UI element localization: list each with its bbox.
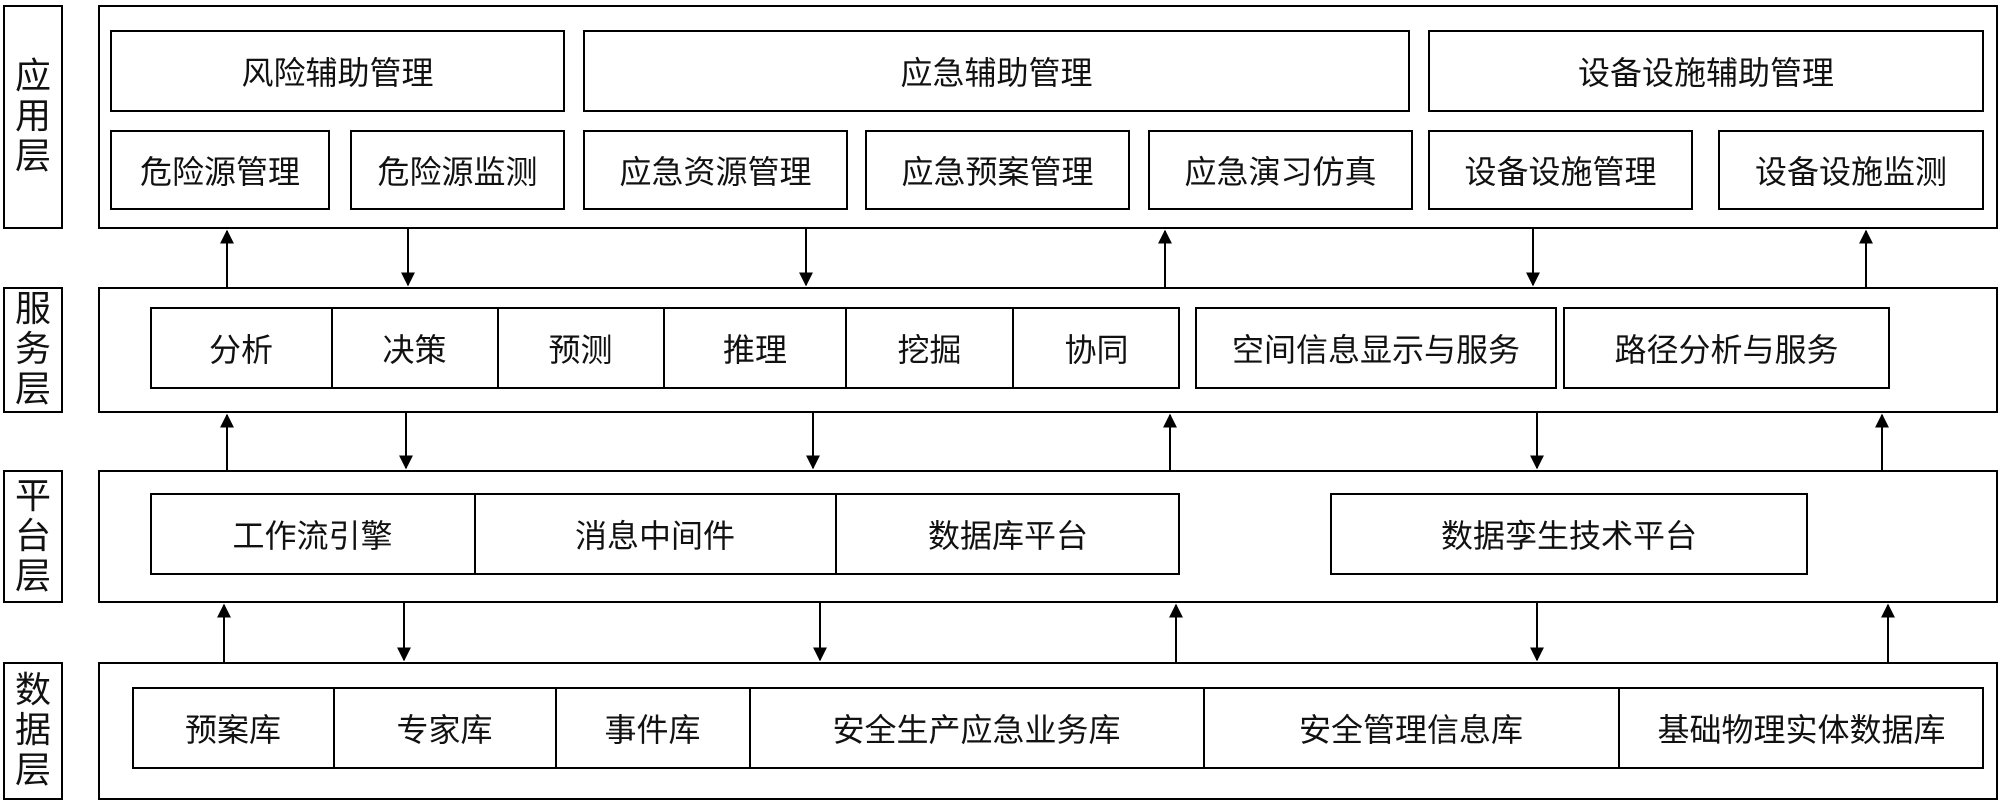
platform-digital-twin: 数据孪生技术平台 — [1330, 493, 1808, 575]
service-reasoning: 推理 — [664, 307, 846, 389]
seg-label: 工作流引擎 — [232, 517, 393, 555]
service-analysis: 分析 — [150, 307, 332, 389]
strip-divider — [1012, 307, 1014, 389]
strip-divider — [474, 493, 476, 575]
layer-label-text: 平台层 — [14, 475, 51, 597]
db-event: 事件库 — [556, 687, 749, 769]
layer-label-service: 服务层 — [3, 287, 63, 413]
strip-divider — [663, 307, 665, 389]
service-path-analysis: 路径分析与服务 — [1563, 307, 1890, 389]
strip-divider — [333, 687, 335, 769]
seg-label: 决策 — [382, 331, 447, 369]
platform-database: 数据库平台 — [836, 493, 1180, 575]
layer-label-app: 应用层 — [3, 5, 63, 229]
service-label: 空间信息显示与服务 — [1231, 331, 1520, 369]
service-prediction: 预测 — [497, 307, 664, 389]
app-item-label: 危险源管理 — [139, 153, 300, 191]
app-item-drill-simulation: 应急演习仿真 — [1148, 130, 1413, 210]
strip-divider — [835, 493, 837, 575]
service-spatial-display: 空间信息显示与服务 — [1195, 307, 1557, 389]
layer-label-platform: 平台层 — [3, 470, 63, 603]
db-safety-management: 安全管理信息库 — [1204, 687, 1618, 769]
service-label: 路径分析与服务 — [1614, 331, 1839, 369]
seg-label: 协同 — [1064, 331, 1129, 369]
strip-divider — [749, 687, 751, 769]
group-title-emergency: 应急辅助管理 — [583, 30, 1410, 112]
db-plan: 预案库 — [132, 687, 334, 769]
analysis-strip — [150, 307, 1180, 389]
app-item-equipment-management: 设备设施管理 — [1428, 130, 1693, 210]
app-item-label: 应急资源管理 — [619, 153, 812, 191]
seg-label: 挖掘 — [897, 331, 962, 369]
seg-label: 预测 — [548, 331, 613, 369]
layer-label-text: 服务层 — [14, 289, 51, 410]
app-item-plan-management: 应急预案管理 — [865, 130, 1130, 210]
strip-divider — [1618, 687, 1620, 769]
layer-label-data: 数据层 — [3, 662, 63, 800]
platform-label: 数据孪生技术平台 — [1440, 517, 1697, 555]
platform-strip — [150, 493, 1180, 575]
app-item-label: 危险源监测 — [377, 153, 538, 191]
seg-label: 分析 — [208, 331, 273, 369]
db-emergency-business: 安全生产应急业务库 — [750, 687, 1203, 769]
group-title-text: 风险辅助管理 — [241, 54, 434, 92]
seg-label: 数据库平台 — [927, 517, 1088, 555]
strip-divider — [1203, 687, 1205, 769]
app-item-equipment-monitoring: 设备设施监测 — [1718, 130, 1984, 210]
seg-label: 专家库 — [396, 711, 493, 749]
group-title-text: 应急辅助管理 — [900, 54, 1093, 92]
platform-workflow-engine: 工作流引擎 — [150, 493, 475, 575]
app-item-label: 设备设施监测 — [1754, 153, 1947, 191]
group-title-risk: 风险辅助管理 — [110, 30, 565, 112]
service-collaboration: 协同 — [1013, 307, 1180, 389]
seg-label: 消息中间件 — [574, 517, 735, 555]
layer-label-text: 应用层 — [14, 56, 51, 177]
strip-divider — [497, 307, 499, 389]
app-item-label: 应急预案管理 — [901, 153, 1094, 191]
strip-divider — [555, 687, 557, 769]
seg-label: 安全生产应急业务库 — [832, 711, 1121, 749]
app-item-hazard-monitoring: 危险源监测 — [350, 130, 565, 210]
app-item-label: 应急演习仿真 — [1184, 153, 1377, 191]
app-item-hazard-management: 危险源管理 — [110, 130, 330, 210]
db-physical-entity: 基础物理实体数据库 — [1619, 687, 1984, 769]
seg-label: 安全管理信息库 — [1298, 711, 1523, 749]
platform-message-middleware: 消息中间件 — [475, 493, 835, 575]
seg-label: 事件库 — [604, 711, 701, 749]
layer-label-text: 数据层 — [14, 670, 51, 791]
group-title-text: 设备设施辅助管理 — [1577, 54, 1834, 92]
app-item-label: 设备设施管理 — [1464, 153, 1657, 191]
strip-divider — [845, 307, 847, 389]
seg-label: 预案库 — [184, 711, 281, 749]
database-strip — [132, 687, 1984, 769]
service-mining: 挖掘 — [846, 307, 1013, 389]
app-item-resource-management: 应急资源管理 — [583, 130, 848, 210]
strip-divider — [331, 307, 333, 389]
seg-label: 推理 — [722, 331, 787, 369]
seg-label: 基础物理实体数据库 — [1657, 711, 1946, 749]
service-decision: 决策 — [332, 307, 497, 389]
group-title-equipment: 设备设施辅助管理 — [1428, 30, 1984, 112]
db-expert: 专家库 — [334, 687, 555, 769]
